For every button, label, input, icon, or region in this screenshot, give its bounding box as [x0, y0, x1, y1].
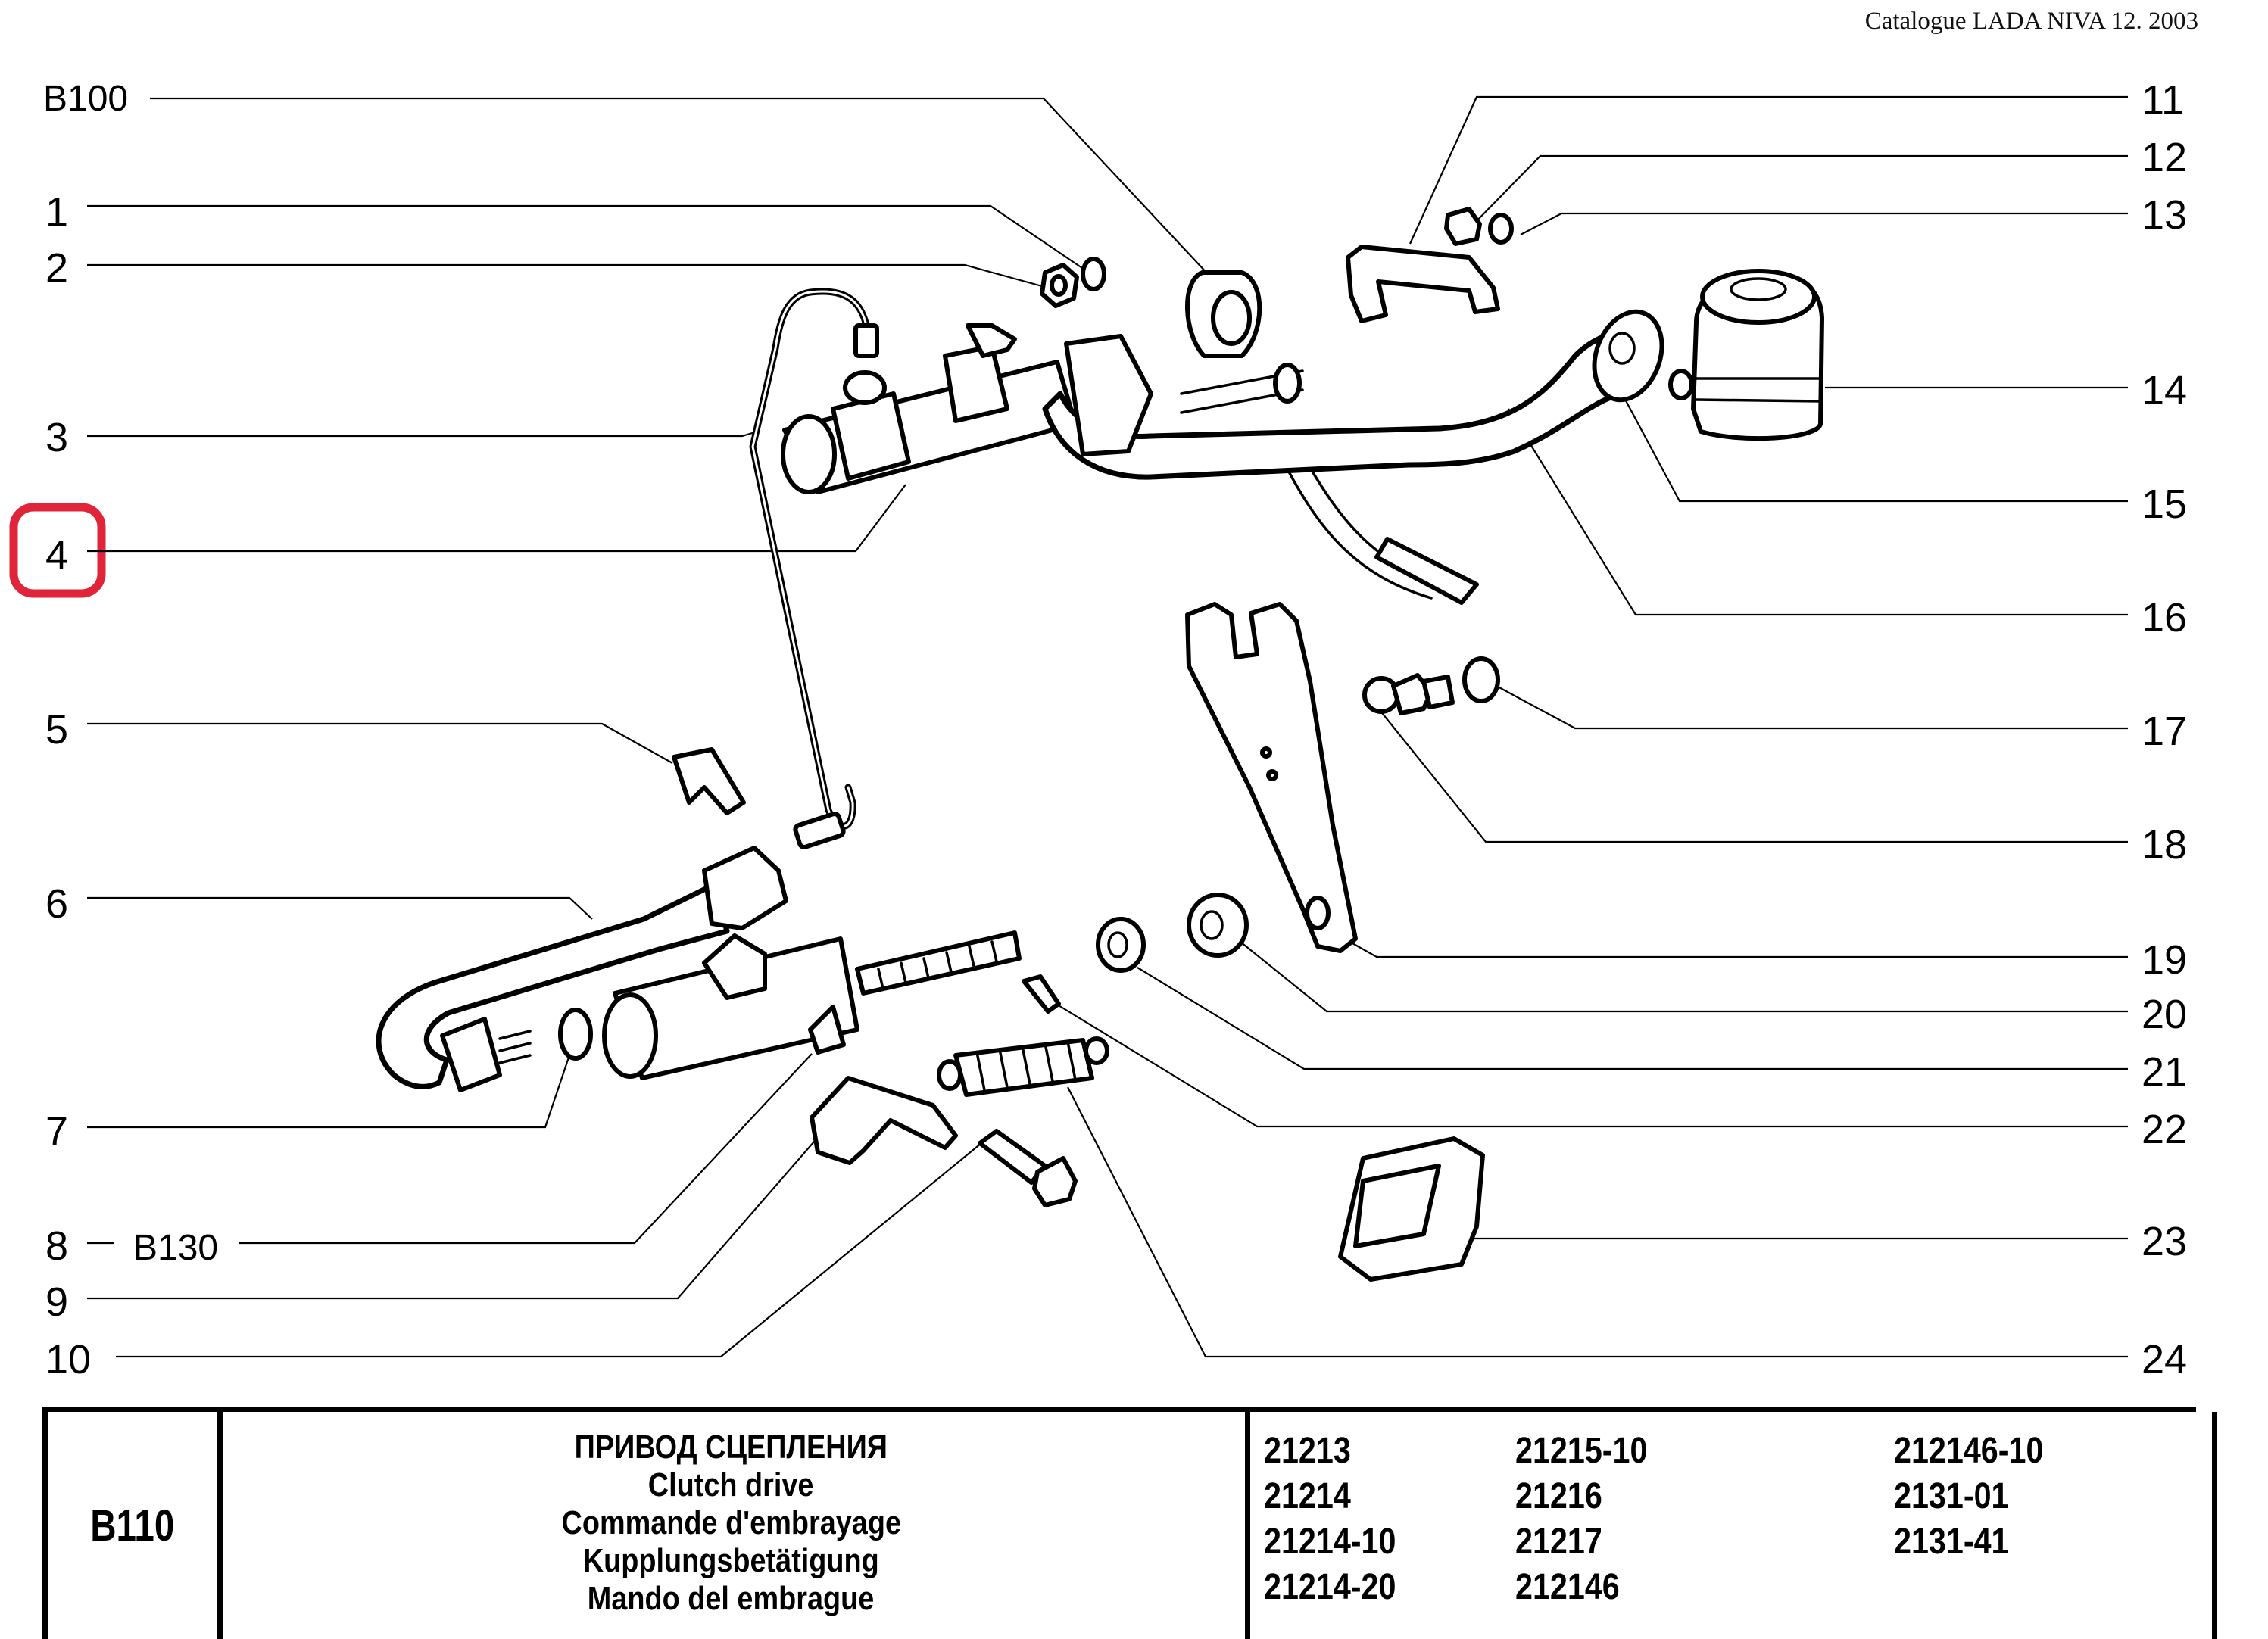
callout-20[interactable]: 20 — [2142, 992, 2187, 1037]
ball-stud[interactable] — [1362, 673, 1455, 715]
callout-B130[interactable]: B130 — [133, 1228, 218, 1268]
leader-5 — [87, 722, 673, 764]
model-code: 21214 — [1264, 1476, 1351, 1516]
callout-19[interactable]: 19 — [2142, 937, 2187, 983]
nut-and-washer[interactable] — [1040, 257, 1106, 308]
model-code: 21216 — [1515, 1476, 1602, 1516]
release-fork[interactable] — [1185, 602, 1358, 953]
callout-22[interactable]: 22 — [2142, 1107, 2187, 1152]
model-code: 2131-41 — [1894, 1522, 2009, 1562]
callout-5[interactable]: 5 — [45, 707, 68, 753]
model-code: 21213 — [1264, 1431, 1351, 1471]
callout-10[interactable]: 10 — [45, 1337, 91, 1382]
hose-clamp[interactable] — [672, 747, 746, 815]
reservoir-hose[interactable] — [1042, 330, 1646, 480]
leader-13 — [1520, 212, 2128, 235]
hose-bracket[interactable] — [1346, 207, 1514, 323]
bolt[interactable] — [978, 1129, 1078, 1207]
callout-6[interactable]: 6 — [45, 881, 68, 927]
master-cylinder[interactable] — [781, 323, 1078, 494]
callout-21[interactable]: 21 — [2142, 1049, 2187, 1095]
section-titles-cell: ПРИВОД СЦЕПЛЕНИЯ Clutch drive Commande d… — [217, 1412, 1250, 1639]
leader-22 — [1050, 1000, 2128, 1128]
callout-7[interactable]: 7 — [45, 1108, 68, 1154]
model-code: 21214-20 — [1264, 1567, 1396, 1607]
callout-4[interactable]: 4 — [45, 533, 68, 578]
leader-B130 — [239, 1053, 813, 1245]
callout-B100[interactable]: B100 — [43, 79, 128, 119]
title-en: Clutch drive — [648, 1466, 814, 1503]
callout-24[interactable]: 24 — [2142, 1337, 2187, 1382]
spring-bracket[interactable] — [810, 1076, 958, 1165]
leader-15 — [1621, 393, 2128, 503]
leader-24 — [1067, 1086, 2128, 1358]
model-code: 212146 — [1515, 1567, 1620, 1607]
leader-21 — [1137, 967, 2128, 1070]
callout-8[interactable]: 8 — [45, 1223, 68, 1269]
slave-cylinder[interactable] — [602, 933, 859, 1080]
reservoir-hose-clamp[interactable] — [1583, 302, 1674, 409]
fork-boot[interactable] — [1338, 1136, 1485, 1282]
model-code: 212146-10 — [1894, 1431, 2044, 1471]
leader-7 — [87, 1036, 577, 1129]
fluid-reservoir[interactable] — [1668, 269, 1824, 441]
callout-16[interactable]: 16 — [2142, 595, 2187, 640]
applicable-models-cell: 21213 21214 21214-10 21214-20 21215-10 2… — [1250, 1412, 2217, 1639]
callout-12[interactable]: 12 — [2142, 135, 2187, 180]
pushrod[interactable] — [855, 930, 1022, 996]
brake-pipe[interactable] — [749, 288, 879, 849]
callout-9[interactable]: 9 — [45, 1279, 68, 1325]
self-locking-nut[interactable] — [1187, 893, 1249, 958]
title-fr: Commande d'embrayage — [561, 1504, 901, 1541]
model-code: 21214-10 — [1264, 1522, 1396, 1562]
left-callouts: B100 1 2 3 4 5 6 7 8 B130 9 10 — [9, 79, 1209, 1382]
section-code-cell: B110 — [42, 1412, 223, 1639]
leader-9 — [87, 1135, 820, 1300]
sealing-washer[interactable] — [558, 1008, 593, 1061]
right-callouts: 11 12 13 14 15 16 17 18 19 20 21 22 23 2… — [1050, 77, 2187, 1382]
title-ru: ПРИВОД СЦЕПЛЕНИЯ — [574, 1429, 888, 1466]
title-de: Kupplungsbetätigung — [583, 1542, 879, 1579]
leader-1 — [87, 204, 1085, 270]
leader-11 — [1409, 95, 2128, 245]
leader-2 — [87, 263, 1043, 288]
leader-3 — [87, 430, 758, 438]
callout-17[interactable]: 17 — [2142, 709, 2187, 754]
flexible-hose[interactable] — [376, 846, 788, 1092]
callout-23[interactable]: 23 — [2142, 1219, 2187, 1264]
leader-4 — [87, 484, 906, 553]
ball-stud-washer[interactable] — [1462, 656, 1500, 703]
callout-1[interactable]: 1 — [45, 189, 68, 235]
section-code: B110 — [90, 1500, 175, 1550]
callout-13[interactable]: 13 — [2142, 192, 2187, 238]
callout-18[interactable]: 18 — [2142, 822, 2187, 868]
model-code: 2131-01 — [1894, 1476, 2009, 1516]
leader-10 — [116, 1142, 982, 1358]
cotter-pin[interactable] — [1022, 974, 1061, 1014]
leader-17 — [1496, 685, 2128, 730]
callout-2[interactable]: 2 — [45, 245, 68, 291]
fork-nut[interactable] — [1096, 917, 1146, 973]
leader-19 — [1352, 943, 2128, 958]
catalogue-header: Catalogue LADA NIVA 12. 2003 — [1864, 8, 2198, 35]
pedal-assembly[interactable] — [1180, 270, 1479, 605]
title-block: B110 ПРИВОД СЦЕПЛЕНИЯ Clutch drive Comma… — [42, 1407, 2217, 1639]
return-spring[interactable] — [937, 1036, 1109, 1097]
model-code: 21215-10 — [1515, 1431, 1648, 1471]
leader-16 — [1508, 408, 2128, 616]
callout-15[interactable]: 15 — [2142, 481, 2187, 527]
callout-3[interactable]: 3 — [45, 415, 68, 460]
title-es: Mando del embrague — [588, 1580, 875, 1617]
callout-14[interactable]: 14 — [2142, 368, 2187, 413]
leader-12 — [1470, 154, 2128, 228]
callout-11[interactable]: 11 — [2142, 77, 2184, 123]
model-code: 21217 — [1515, 1522, 1602, 1562]
leader-18 — [1379, 709, 2128, 843]
leader-20 — [1240, 941, 2128, 1013]
leader-6 — [87, 896, 593, 920]
leader-B100 — [150, 97, 1209, 275]
